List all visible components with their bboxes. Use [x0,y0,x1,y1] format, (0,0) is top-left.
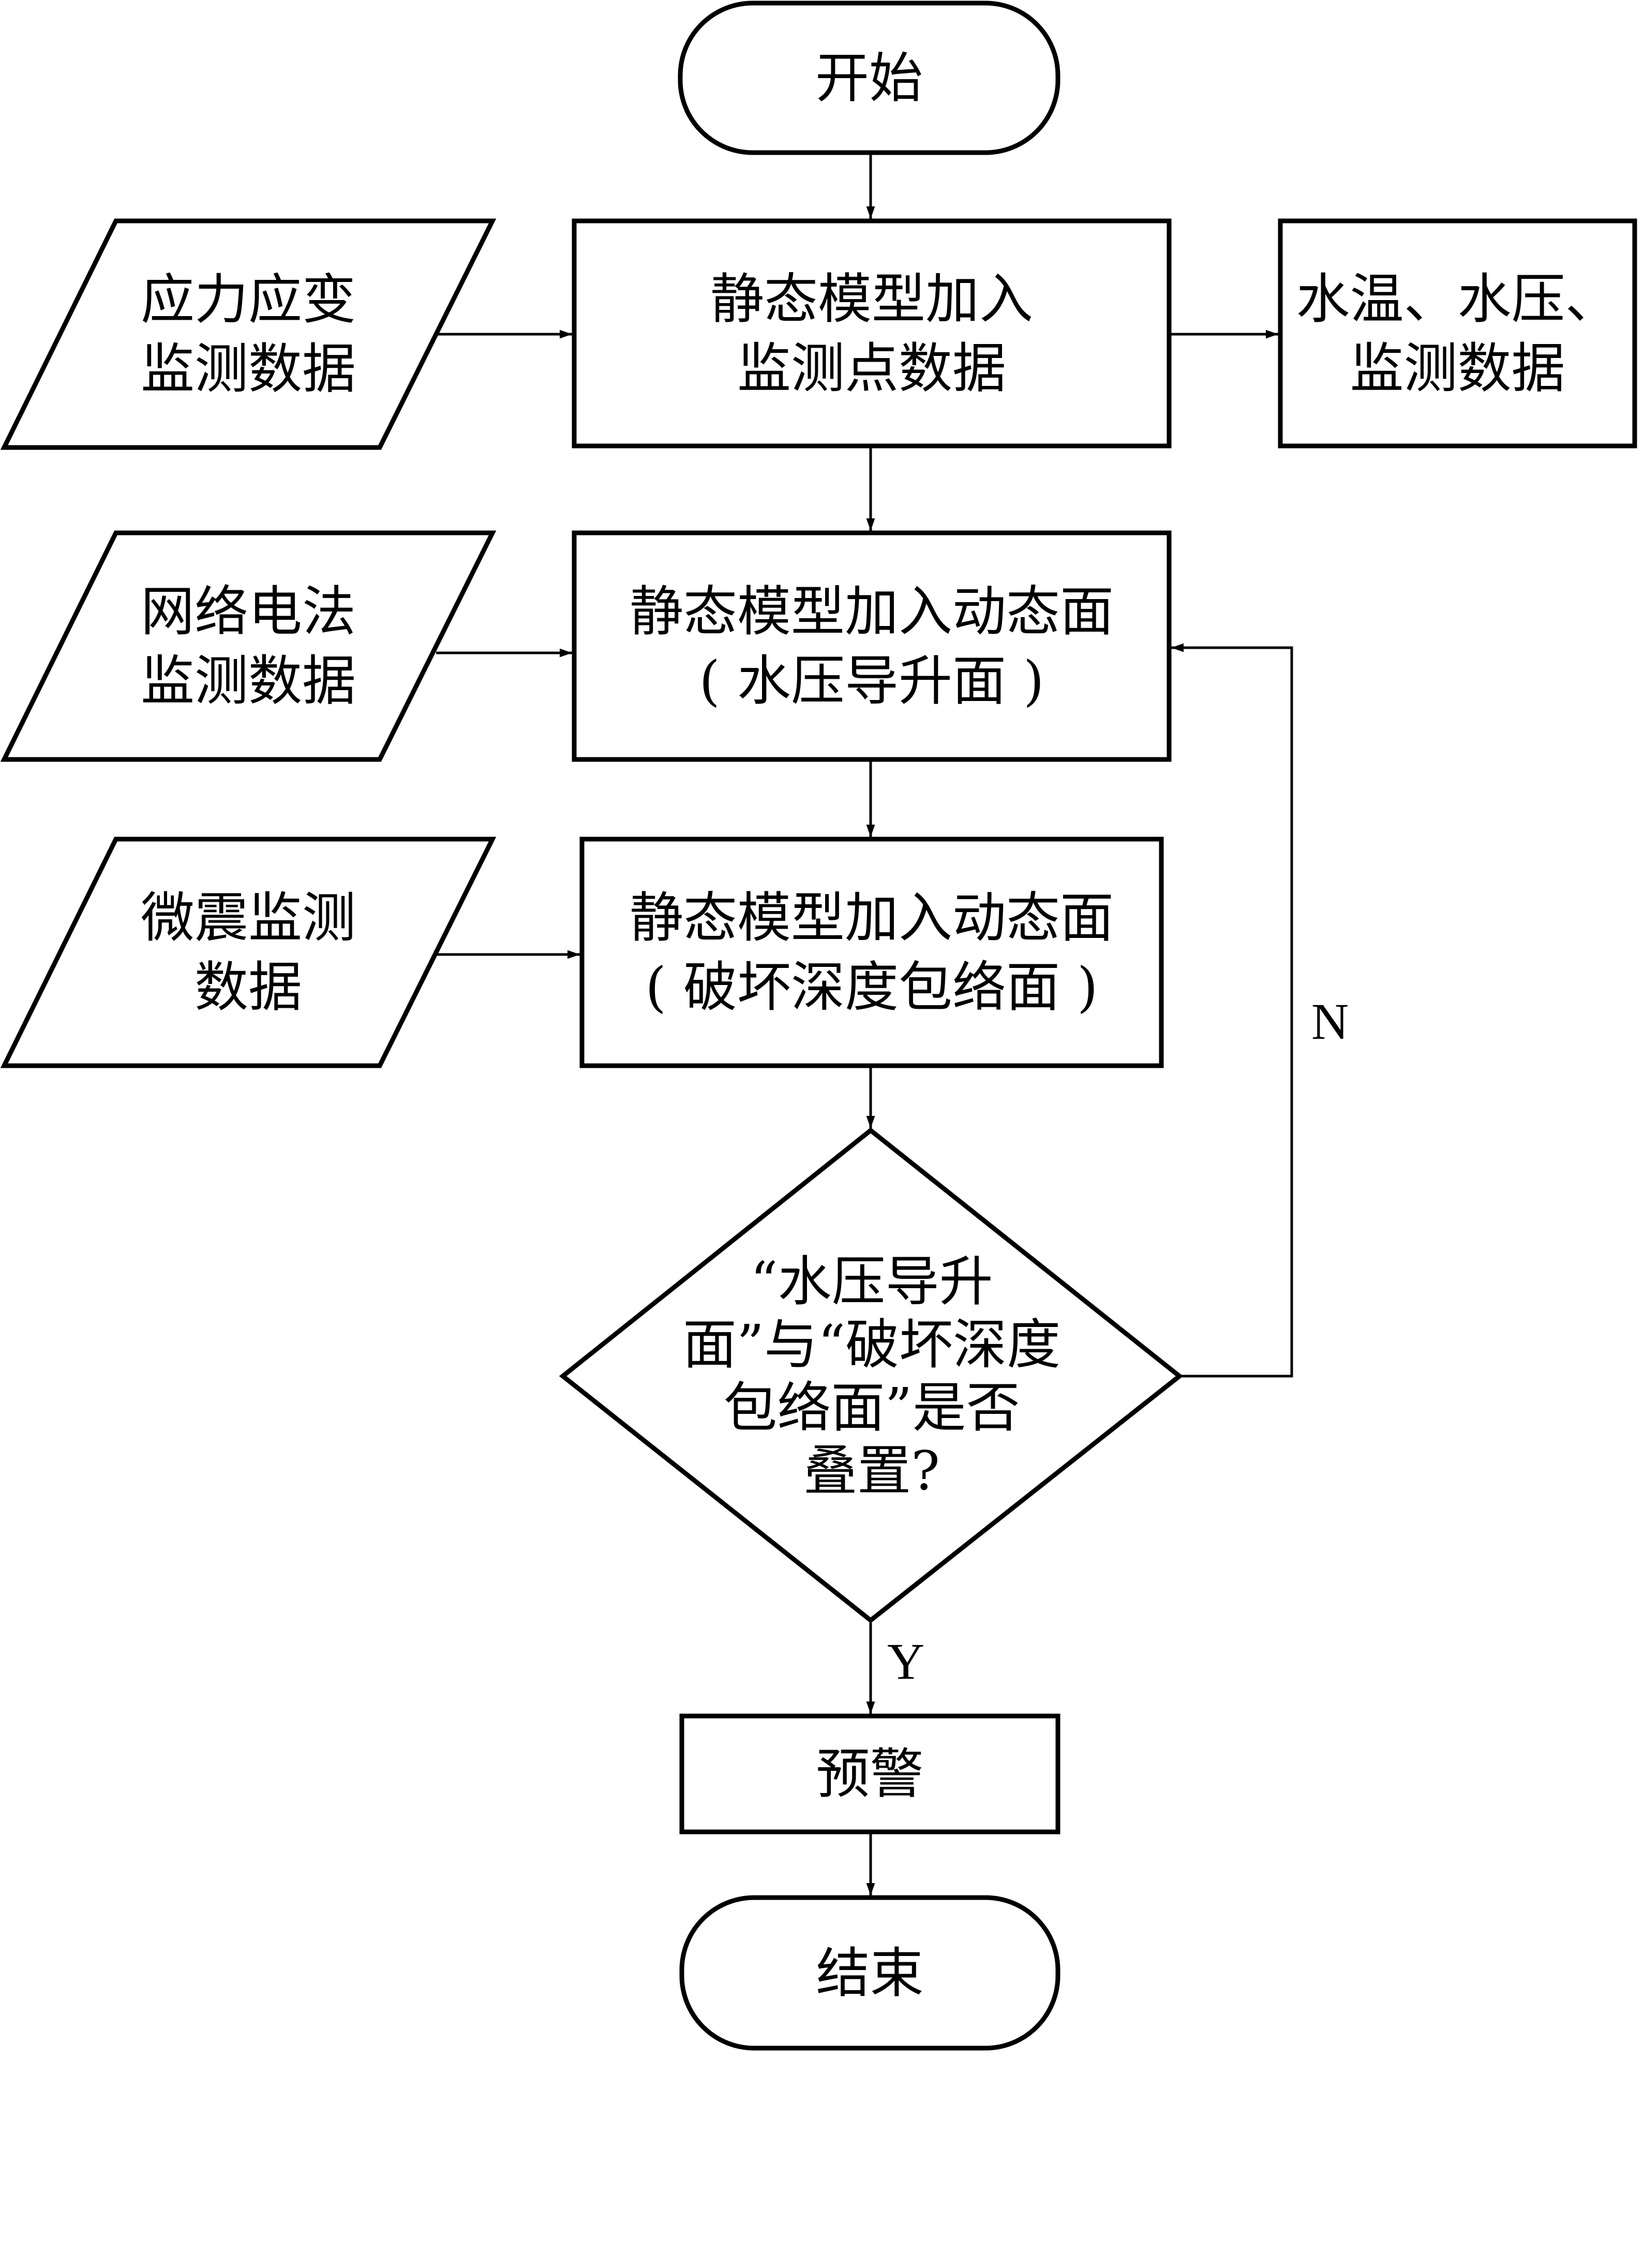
microseismic-input-line-2: 数据 [194,956,302,1019]
warning-box: 预警 [682,1716,1058,1832]
decision-diamond: “水压导升 面”与“破坏深度 包络面”是否 叠置? [590,1231,1154,1521]
water-output-box-shape [1278,218,1637,449]
stress-input: 应力应变 监测数据 [31,221,466,447]
damage-surface-box-shape [579,837,1164,1068]
decision-line-3: 包络面”是否 [723,1376,1020,1439]
electric-input-line-2: 监测数据 [140,649,356,712]
decision-line-4: 叠置? [803,1439,940,1502]
warning-box-shape [679,1713,1060,1834]
branch-label-no: N [1311,993,1349,1050]
start-terminal-shape [678,1,1060,155]
warning-label: 预警 [816,1742,924,1806]
damage-surface-box: 静态模型加入动态面 ( 破坏深度包络面 ) [582,839,1161,1066]
decision-line-2: 面”与“破坏深度 [682,1313,1061,1376]
edge-decision-no-loop [1171,643,1293,1378]
water-surface-line-2: ( 水压导升面 ) [699,649,1044,712]
stress-input-shape [0,218,497,450]
decision-line-1: “水压导升 [750,1250,993,1313]
static-points-box: 静态模型加入 监测点数据 [574,221,1169,446]
microseismic-input-line-1: 微震监测 [140,886,356,949]
water-surface-box-shape [572,530,1172,762]
microseismic-input-shape [0,837,497,1068]
electric-input: 网络电法 监测数据 [31,533,466,759]
start-terminal: 开始 [680,3,1058,153]
water-output-line-1: 水温、水压、 [1296,267,1619,331]
end-terminal: 结束 [682,1898,1058,2048]
stress-input-line-1: 应力应变 [140,268,356,331]
water-output-line-2: 监测数据 [1350,336,1565,400]
stress-input-line-2: 监测数据 [140,337,356,400]
electric-input-line-1: 网络电法 [140,580,356,643]
end-label: 结束 [816,1941,924,2005]
water-output-box: 水温、水压、 监测数据 [1280,221,1635,446]
damage-surface-line-2: ( 破坏深度包络面 ) [645,956,1098,1019]
microseismic-input: 微震监测 数据 [31,839,466,1066]
start-label: 开始 [815,46,923,110]
water-surface-line-1: 静态模型加入动态面 [629,580,1114,643]
static-points-line-1: 静态模型加入 [710,267,1033,331]
end-terminal-shape [679,1895,1060,2051]
static-points-line-2: 监测点数据 [737,336,1006,400]
branch-label-yes: Y [887,1633,925,1690]
damage-surface-line-1: 静态模型加入动态面 [629,886,1114,949]
electric-input-shape [0,530,497,762]
water-surface-box: 静态模型加入动态面 ( 水压导升面 ) [574,533,1169,759]
static-points-box-shape [572,218,1172,449]
